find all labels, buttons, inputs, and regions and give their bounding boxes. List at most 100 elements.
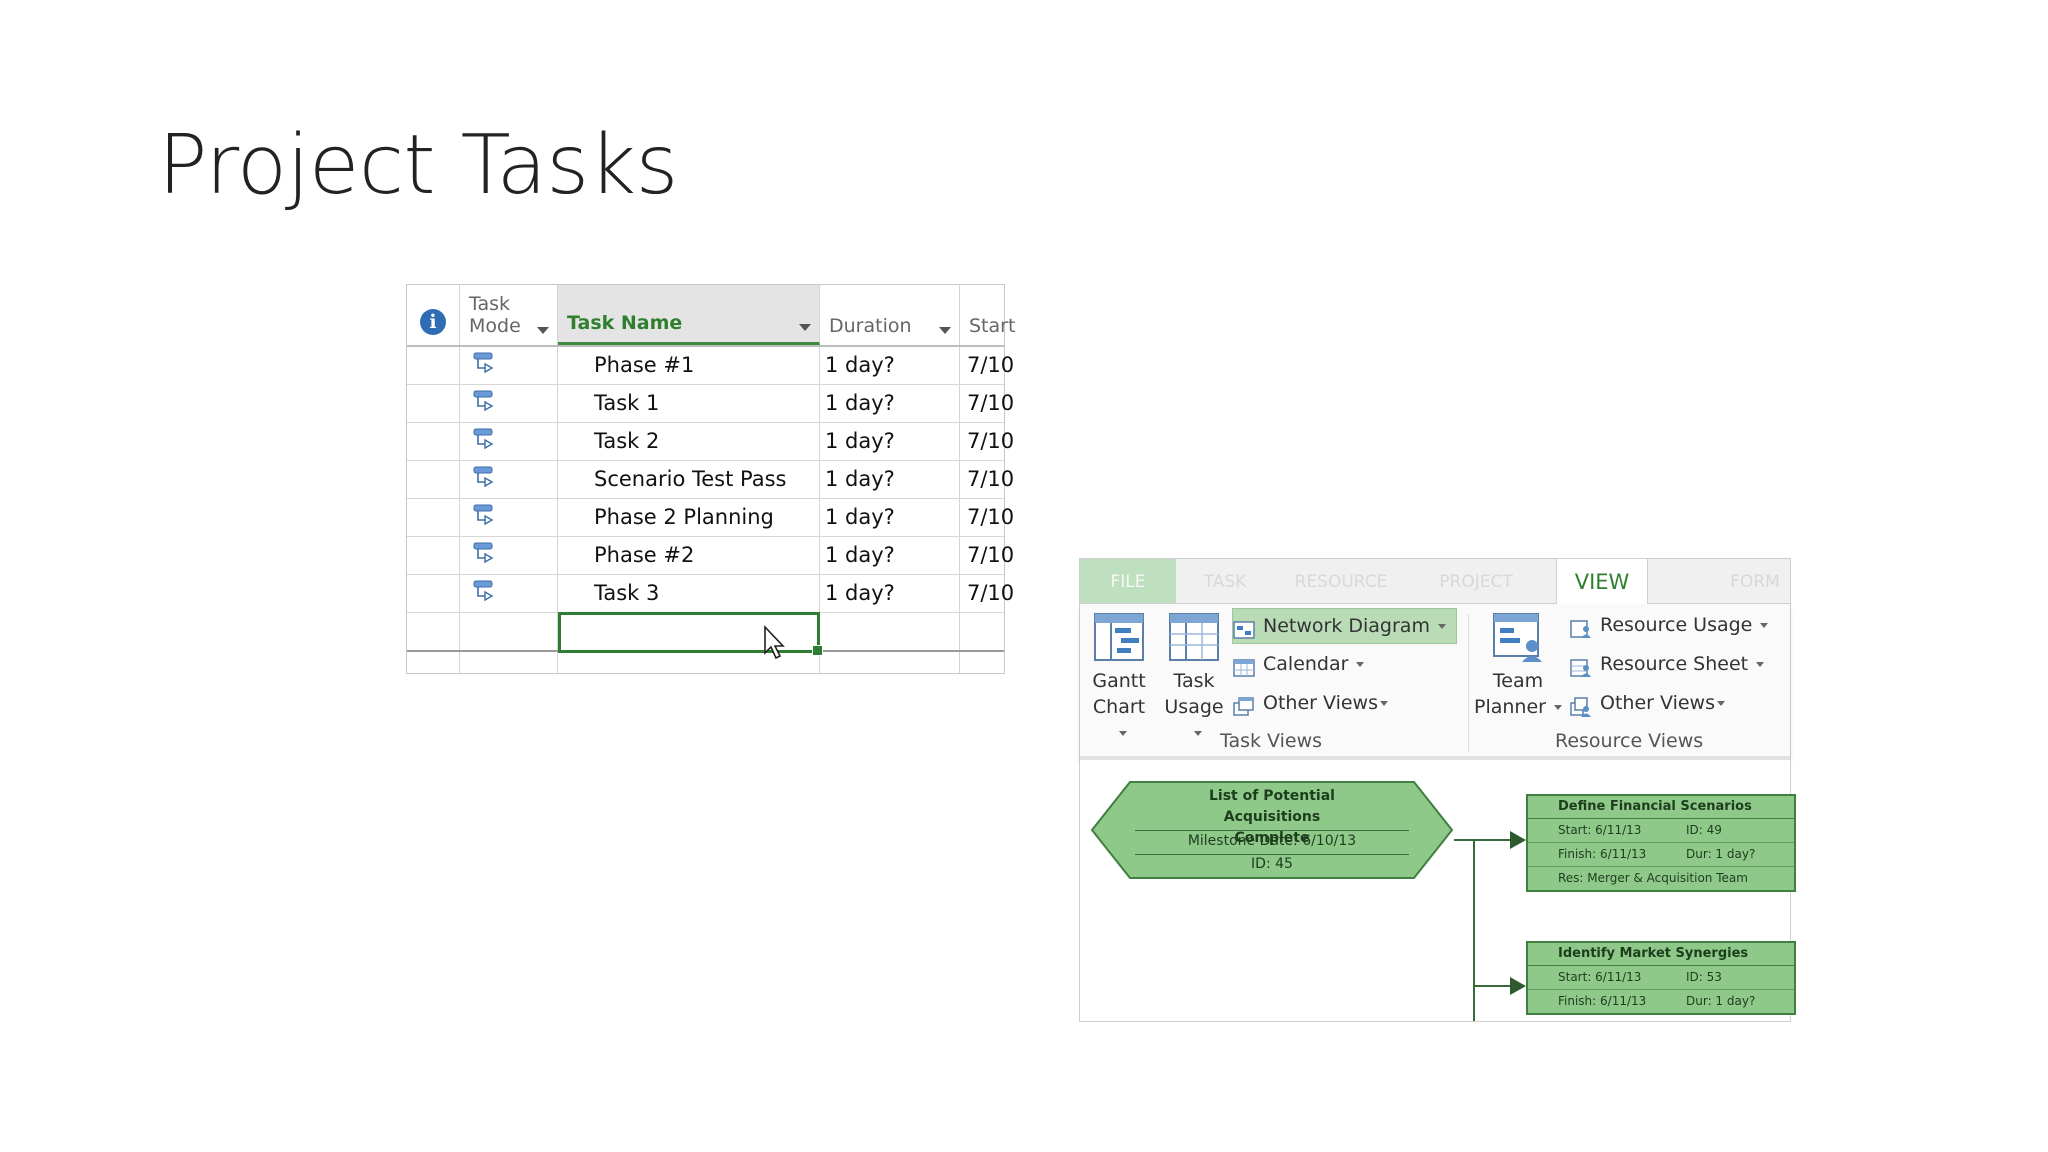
fill-handle[interactable] bbox=[812, 645, 823, 656]
task-mode-cell[interactable] bbox=[460, 385, 558, 422]
indicator-cell bbox=[407, 575, 460, 612]
duration-cell[interactable]: 1 day? bbox=[820, 537, 960, 574]
task-node-identify-market-synergies[interactable]: Identify Market Synergies Start: 6/11/13… bbox=[1526, 941, 1796, 1015]
gantt-chart-icon bbox=[1093, 612, 1145, 662]
team-planner-button[interactable]: Team Planner bbox=[1472, 612, 1564, 720]
milestone-node[interactable]: List of Potential Acquisitions Complete … bbox=[1090, 780, 1454, 880]
empty-cell bbox=[407, 652, 460, 673]
other-views-icon bbox=[1233, 694, 1255, 716]
duration-cell[interactable]: 1 day? bbox=[820, 461, 960, 498]
task-node-title: Identify Market Synergies bbox=[1528, 943, 1794, 966]
network-diagram-label: Network Diagram bbox=[1263, 615, 1430, 637]
chevron-down-icon bbox=[1379, 701, 1388, 706]
task-name-cell[interactable]: Task 2 bbox=[558, 423, 820, 460]
task-node-start: Start: 6/11/13 bbox=[1558, 823, 1642, 837]
auto-schedule-icon bbox=[472, 427, 498, 453]
duration-cell[interactable]: 1 day? bbox=[820, 347, 960, 384]
task-mode-cell[interactable] bbox=[460, 537, 558, 574]
tab-format[interactable]: FORM bbox=[1730, 572, 1780, 592]
header-task-name[interactable]: Task Name bbox=[558, 285, 820, 345]
start-cell[interactable]: 7/10 bbox=[967, 391, 1015, 415]
divider bbox=[1135, 830, 1409, 831]
duration-cell[interactable]: 1 day? bbox=[820, 385, 960, 422]
header-task-mode[interactable]: Task Mode bbox=[460, 285, 558, 345]
task-name-cell[interactable]: Task 3 bbox=[558, 575, 820, 612]
task-mode-cell[interactable] bbox=[460, 423, 558, 460]
task-name-cell[interactable]: Task 1 bbox=[558, 385, 820, 422]
connector-line bbox=[1474, 839, 1514, 841]
header-indicators[interactable]: i bbox=[407, 285, 460, 345]
auto-schedule-icon bbox=[472, 579, 498, 605]
duration-cell[interactable]: 1 day? bbox=[820, 499, 960, 536]
resource-usage-button[interactable]: Resource Usage bbox=[1570, 608, 1769, 642]
resource-views-group-label: Resource Views bbox=[1555, 730, 1704, 752]
group-separator bbox=[1468, 614, 1469, 752]
other-views-resource-button[interactable]: Other Views bbox=[1570, 686, 1725, 720]
task-name-cell[interactable]: Phase #1 bbox=[558, 347, 820, 384]
task-mode-cell[interactable] bbox=[460, 499, 558, 536]
auto-schedule-icon bbox=[472, 351, 498, 377]
duration-cell[interactable]: 1 day? bbox=[820, 575, 960, 612]
task-usage-button[interactable]: Task Usage bbox=[1160, 612, 1228, 746]
tab-resource[interactable]: RESOURCE bbox=[1294, 572, 1388, 592]
resource-usage-label: Resource Usage bbox=[1600, 614, 1753, 636]
chevron-down-icon[interactable] bbox=[537, 327, 549, 334]
chevron-down-icon[interactable] bbox=[799, 324, 811, 331]
start-cell[interactable]: 7/10 bbox=[967, 429, 1015, 453]
task-mode-cell[interactable] bbox=[460, 461, 558, 498]
ribbon-tabs: FILE TASK RESOURCE PROJECT VIEW FORM bbox=[1080, 559, 1790, 605]
connector-line bbox=[1474, 985, 1514, 987]
auto-schedule-icon bbox=[472, 503, 498, 529]
tab-project[interactable]: PROJECT bbox=[1439, 572, 1513, 592]
network-diagram: List of Potential Acquisitions Complete … bbox=[1080, 760, 1796, 1021]
gantt-chart-button[interactable]: Gantt Chart bbox=[1086, 612, 1152, 746]
task-node-finish: Finish: 6/11/13 bbox=[1558, 994, 1647, 1008]
task-mode-cell[interactable] bbox=[460, 347, 558, 384]
tab-view[interactable]: VIEW bbox=[1556, 559, 1648, 605]
start-cell[interactable]: 7/10 bbox=[967, 505, 1015, 529]
header-start[interactable]: Start bbox=[960, 285, 1020, 345]
start-cell[interactable]: 7/10 bbox=[967, 353, 1015, 377]
chevron-down-icon bbox=[1760, 623, 1769, 628]
header-duration[interactable]: Duration bbox=[820, 285, 960, 345]
task-name-cell[interactable]: Scenario Test Pass bbox=[558, 461, 820, 498]
task-name-cell[interactable]: Phase 2 Planning bbox=[558, 499, 820, 536]
tab-file[interactable]: FILE bbox=[1080, 559, 1176, 603]
resource-sheet-icon bbox=[1570, 655, 1592, 677]
tab-task[interactable]: TASK bbox=[1203, 572, 1247, 592]
duration-cell[interactable]: 1 day? bbox=[820, 423, 960, 460]
task-name-cell[interactable]: Phase #2 bbox=[558, 537, 820, 574]
mouse-pointer-icon bbox=[764, 624, 785, 660]
resource-sheet-button[interactable]: Resource Sheet bbox=[1570, 647, 1765, 681]
indicator-cell bbox=[407, 499, 460, 536]
task-node-duration: Dur: 1 day? bbox=[1686, 847, 1756, 861]
task-mode-cell[interactable] bbox=[460, 575, 558, 612]
chevron-down-icon[interactable] bbox=[939, 327, 951, 334]
empty-cell bbox=[407, 613, 460, 650]
start-cell[interactable]: 7/10 bbox=[967, 467, 1015, 491]
other-views-task-button[interactable]: Other Views bbox=[1233, 686, 1388, 720]
connector-line bbox=[1454, 839, 1474, 841]
network-diagram-button[interactable]: Network Diagram bbox=[1232, 608, 1457, 644]
table-row-empty[interactable] bbox=[407, 652, 1004, 673]
start-cell[interactable]: 7/10 bbox=[967, 581, 1015, 605]
empty-cell bbox=[558, 652, 820, 673]
header-duration-label: Duration bbox=[829, 315, 912, 337]
task-node-row: Res: Merger & Acquisition Team bbox=[1528, 867, 1794, 890]
grid-header: i Task Mode Task Name Duration Start bbox=[407, 285, 1015, 347]
other-views-resource-label: Other Views bbox=[1600, 692, 1715, 714]
indicator-cell bbox=[407, 347, 460, 384]
start-cell[interactable]: 7/10 bbox=[967, 543, 1015, 567]
task-node-define-financial-scenarios[interactable]: Define Financial Scenarios Start: 6/11/1… bbox=[1526, 794, 1796, 892]
calendar-button[interactable]: Calendar bbox=[1233, 647, 1365, 681]
connector-line bbox=[1473, 839, 1475, 1021]
